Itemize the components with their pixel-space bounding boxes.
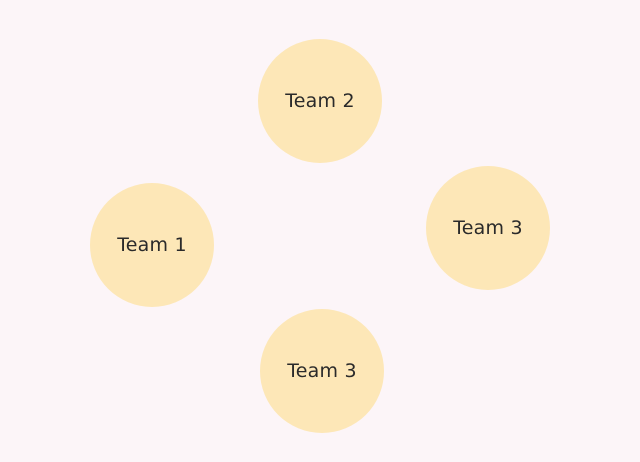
team-node-label: Team 1 [117,234,187,256]
team-node[interactable]: Team 1 [90,183,214,307]
team-node-label: Team 3 [287,360,357,382]
team-node[interactable]: Team 3 [426,166,550,290]
team-node-label: Team 2 [285,90,355,112]
team-node[interactable]: Team 3 [260,309,384,433]
team-node-label: Team 3 [453,217,523,239]
team-node[interactable]: Team 2 [258,39,382,163]
